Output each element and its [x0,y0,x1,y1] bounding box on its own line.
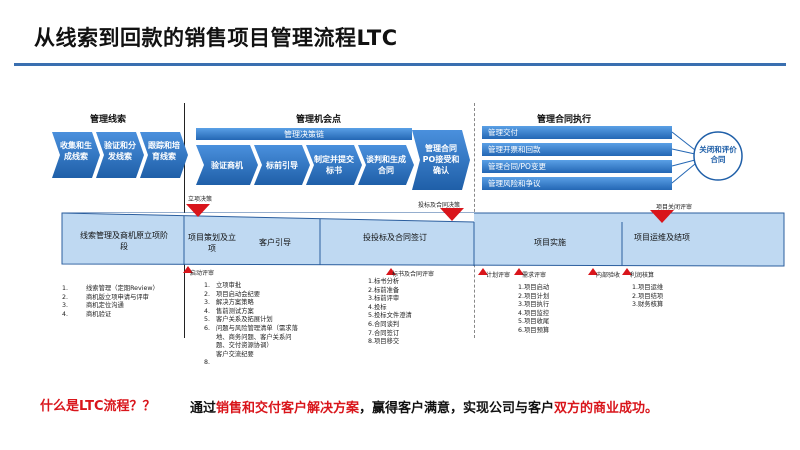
sub-marker-1: 启动评审 [190,270,215,277]
opp-step-3: 制定并提交标书 [314,155,354,175]
phase-4: 项目实施 [534,238,566,247]
contract-bar-4-label: 管理风险和争议 [488,179,541,188]
ltc-statement: 通过销售和交付客户解决方案，赢得客户满意，实现公司与客户双方的商业成功。 [190,401,659,416]
marker-1-label: 立项决策 [188,196,213,203]
sub-marker-5-triangle [588,268,598,275]
phase-band [61,212,785,267]
marker-2-triangle [440,208,464,221]
lead-step-2: 验证和分发线索 [104,141,136,161]
list-project-planning-numbers: 1.2. 3.4. 5.6. 8. [204,282,211,367]
sub-marker-4-triangle [514,268,524,275]
opp-final-step: 管理合同PO接受和确认 [422,144,460,175]
section-label-leads: 管理线索 [90,115,127,125]
contract-bar-3 [482,160,672,173]
phase-2: 项目策划及立项 [188,233,236,253]
opp-final-chevron [412,130,470,190]
section-label-contract: 管理合同执行 [537,115,592,125]
phase-3: 投投标及合同签订 [363,233,427,242]
sub-marker-4: 需求评审 [522,272,547,279]
close-contract-label: 关闭和评价合同 [699,145,737,164]
opp-chevron-2 [254,145,310,185]
page-title: 从线索到回款的销售项目管理流程LTC [34,26,398,50]
list-project-planning: 立项审批项目启动会纪要 解决方案策略售前测试方案 客户关系及拓展计划问题与风险管… [216,282,298,358]
opp-step-2: 标前引导 [266,161,298,170]
sub-marker-1-triangle [183,266,193,273]
phase-5: 项目运维及结项 [634,233,690,242]
list-leads: 线索管理（定期Review）商机版立项申请与评审 商机定位沟通商机验证 [86,285,159,318]
decision-chain-label: 管理决策链 [284,130,324,139]
sub-marker-6: 利润核算 [630,272,655,279]
contract-bar-2 [482,143,672,156]
decision-chain-bar [196,128,412,140]
marker-3-label: 项目关闭评审 [656,204,693,211]
contract-bar-1 [482,126,672,139]
lead-chevron-2 [96,132,144,178]
lead-chevron-3 [140,132,188,178]
phase-1: 线索管理及商机原立项阶段 [80,231,168,251]
section-label-opportunities: 管理机会点 [296,115,342,125]
opp-chevron-1 [196,145,258,185]
lead-step-1: 收集和生成线索 [60,141,92,161]
marker-3-triangle [650,210,674,223]
opp-step-4: 谈判和生成合同 [366,155,406,175]
opp-chevron-3 [306,145,362,185]
lead-step-3: 跟踪和培育线索 [148,141,180,161]
marker-2-label: 投标及合同决策 [418,202,461,209]
sub-marker-5: 内部验收 [596,272,621,279]
marker-1-triangle [186,204,210,217]
opp-step-1: 验证商机 [211,161,243,170]
phase-2b: 客户引导 [259,238,291,247]
sub-marker-3: 计划评审 [486,272,511,279]
sub-marker-2-triangle [386,268,396,275]
contract-bar-2-label: 管理开票和回款 [488,145,541,154]
title-rule [14,63,786,66]
lead-chevron-1 [52,132,100,178]
ltc-question: 什么是LTC流程？？ [40,399,156,414]
sub-marker-6-triangle [622,268,632,275]
sub-marker-3-triangle [478,268,488,275]
contract-bar-3-label: 管理合同/PO变更 [488,162,546,171]
contract-bar-1-label: 管理交付 [488,128,518,137]
list-leads-numbers: 1.2. 3.4. [62,285,69,318]
opp-chevron-4 [358,145,414,185]
close-contract-circle [693,131,743,181]
sub-marker-2: 标书及合同评审 [392,271,435,278]
contract-bar-4 [482,177,672,190]
